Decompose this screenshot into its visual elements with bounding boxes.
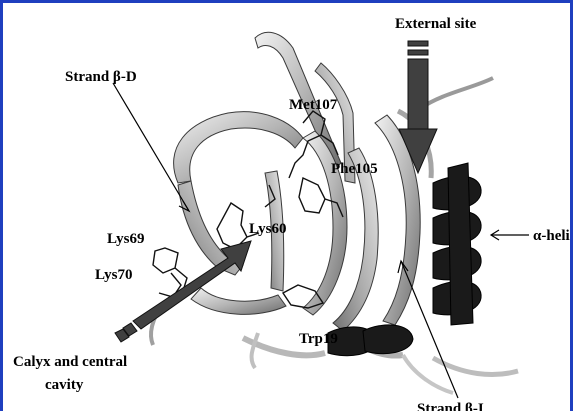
label-lys69: Lys69 — [107, 231, 145, 247]
label-trp19: Trp19 — [299, 331, 338, 347]
label-phe105: Phe105 — [331, 161, 378, 177]
label-calyx-line2: cavity — [45, 377, 84, 393]
alpha-helix-ribbon — [433, 163, 481, 325]
label-external-site: External site — [395, 16, 477, 32]
label-met107: Met107 — [289, 97, 338, 113]
label-strand-beta-d: Strand β-D — [65, 69, 137, 85]
label-alpha-helix: α-helix — [533, 228, 573, 244]
label-strand-beta-i: Strand β-I — [417, 401, 484, 411]
short-helix-ribbon — [328, 325, 413, 356]
protein-structure-diagram: External site Strand β-D Met107 Phe105 L… — [3, 3, 573, 411]
label-lys70: Lys70 — [95, 267, 133, 283]
label-lys60: Lys60 — [249, 221, 287, 237]
calyx-arrow — [115, 241, 251, 342]
label-calyx-line1: Calyx and central — [13, 354, 127, 370]
